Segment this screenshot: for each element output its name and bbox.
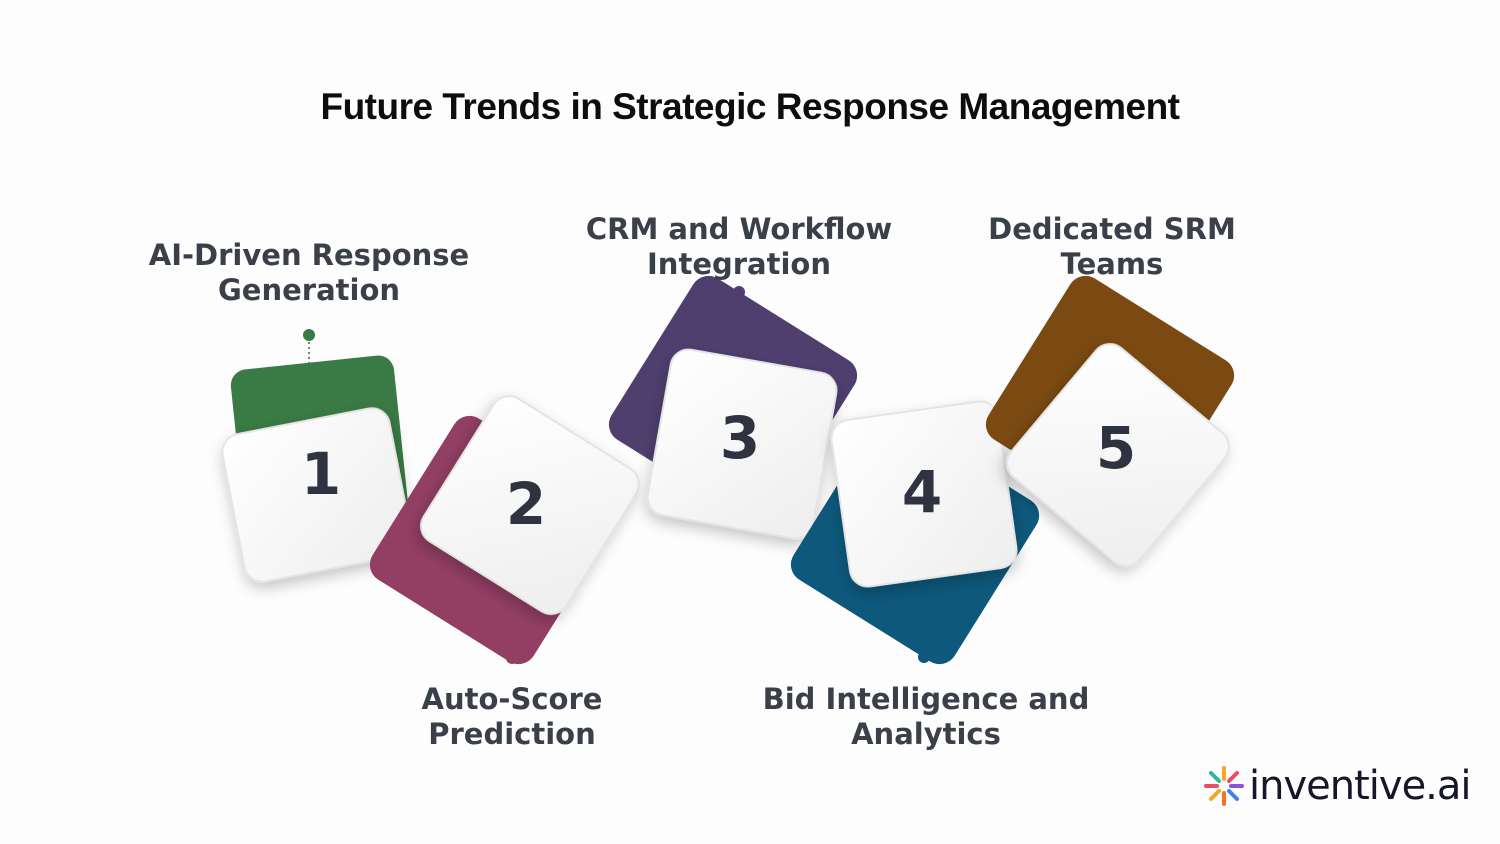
inventive-logo: inventive.ai (1203, 760, 1472, 812)
step-3-number: 3 (720, 404, 760, 472)
step-4-label: Bid Intelligence and Analytics (762, 682, 1090, 751)
step-3: 3 (608, 275, 858, 540)
step-4: 4 (790, 400, 1040, 665)
step-2-white-tile (420, 395, 640, 615)
step-5-number: 5 (1096, 414, 1136, 482)
page-title: Future Trends in Strategic Response Mana… (320, 86, 1180, 127)
step-1-label: AI-Driven Response Generation (148, 238, 470, 307)
step-5: 5 (985, 275, 1235, 567)
step-1: 1 (221, 329, 413, 583)
step-5-white-tile (1006, 343, 1230, 567)
step-2-label: Auto-Score Prediction (421, 682, 603, 751)
step-4-number: 4 (902, 458, 942, 526)
step-1-dot (303, 329, 315, 341)
step-2-number: 2 (506, 470, 546, 538)
step-3-white-tile (646, 348, 838, 540)
step-3-label: CRM and Workflow Integration (585, 212, 893, 281)
step-5-label: Dedicated SRM Teams (988, 212, 1236, 281)
step-1-white-tile (221, 407, 413, 583)
step-2: 2 (369, 395, 640, 665)
sparkle-burst-icon (1204, 766, 1244, 806)
step-1-number: 1 (301, 440, 341, 508)
logo-text: inventive.ai (1249, 763, 1472, 809)
step-4-white-tile (830, 400, 1018, 588)
